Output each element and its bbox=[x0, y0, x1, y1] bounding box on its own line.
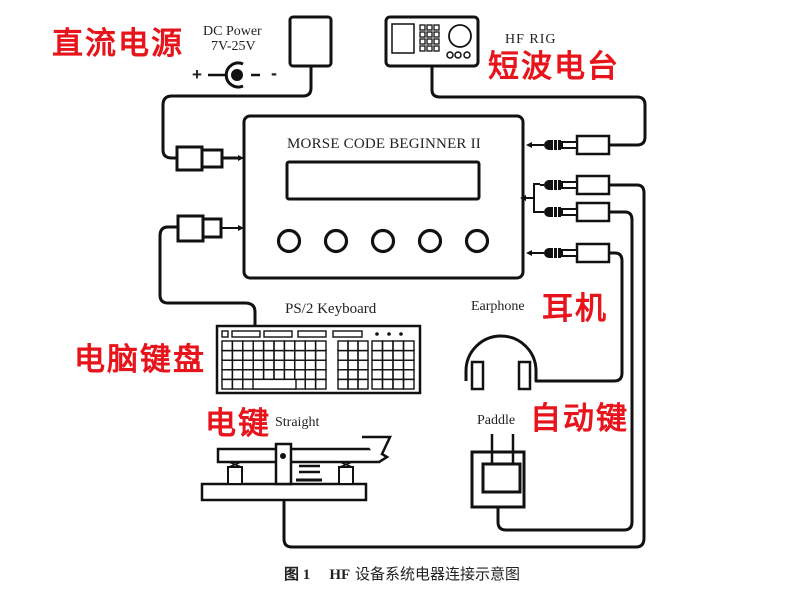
audio-jack-group bbox=[520, 134, 611, 264]
wire-keyboard bbox=[158, 225, 257, 328]
paddle-icon bbox=[470, 434, 526, 509]
paddle-label-cn: 自动键 bbox=[530, 401, 629, 437]
audio-jack-icon bbox=[540, 174, 611, 196]
straight-key-label-en: Straight bbox=[275, 415, 320, 430]
wire-straight-key bbox=[282, 183, 646, 549]
device-title: MORSE CODE BEGINNER II bbox=[287, 136, 481, 152]
paddle-label-en: Paddle bbox=[477, 413, 516, 428]
hf-rig-label-en: HF RIG bbox=[505, 32, 557, 47]
polarity-minus: - bbox=[271, 63, 277, 83]
audio-jack-icon bbox=[526, 134, 611, 156]
dc-jack-icon bbox=[208, 61, 260, 89]
wire-hf-rig bbox=[430, 64, 647, 147]
knob bbox=[323, 228, 349, 254]
power-adapter-icon bbox=[288, 15, 333, 68]
lcd-display bbox=[285, 160, 481, 201]
audio-jack-icon bbox=[540, 201, 611, 223]
split-bracket bbox=[526, 183, 540, 213]
keyboard-icon bbox=[215, 324, 422, 395]
caption-prefix: 图 1 bbox=[284, 567, 311, 583]
knob bbox=[464, 228, 490, 254]
hf-rig-label-cn: 短波电台 bbox=[488, 49, 620, 85]
earphone-label-en: Earphone bbox=[471, 299, 525, 314]
knob-group bbox=[276, 228, 490, 254]
power-connector-icon bbox=[175, 145, 244, 172]
keyboard-connector-icon bbox=[176, 214, 244, 243]
dc-power-label-cn: 直流电源 bbox=[52, 26, 184, 62]
wire-paddle bbox=[496, 210, 634, 532]
wire-earphone bbox=[534, 251, 624, 383]
knob bbox=[276, 228, 302, 254]
polarity-plus: + bbox=[192, 65, 202, 84]
knob bbox=[370, 228, 396, 254]
dc-power-voltage: 7V-25V bbox=[211, 39, 256, 54]
straight-key-label-cn: 电键 bbox=[205, 406, 271, 442]
audio-jack-icon bbox=[526, 242, 611, 264]
wire-power bbox=[161, 64, 313, 160]
dc-power-label-en: DC Power bbox=[203, 24, 262, 39]
knob bbox=[417, 228, 443, 254]
caption-bold: HF bbox=[329, 567, 351, 583]
keyboard-label-cn: 电脑键盘 bbox=[74, 342, 206, 378]
keyboard-label-en: PS/2 Keyboard bbox=[285, 301, 377, 317]
earphone-icon bbox=[464, 334, 538, 391]
hf-rig-icon bbox=[384, 15, 480, 68]
caption-text: 设备系统电器连接示意图 bbox=[354, 565, 520, 583]
earphone-label-cn: 耳机 bbox=[542, 291, 608, 327]
straight-key-icon bbox=[200, 435, 392, 502]
figure-caption: 图 1 HF 设备系统电器连接示意图 bbox=[0, 563, 804, 584]
